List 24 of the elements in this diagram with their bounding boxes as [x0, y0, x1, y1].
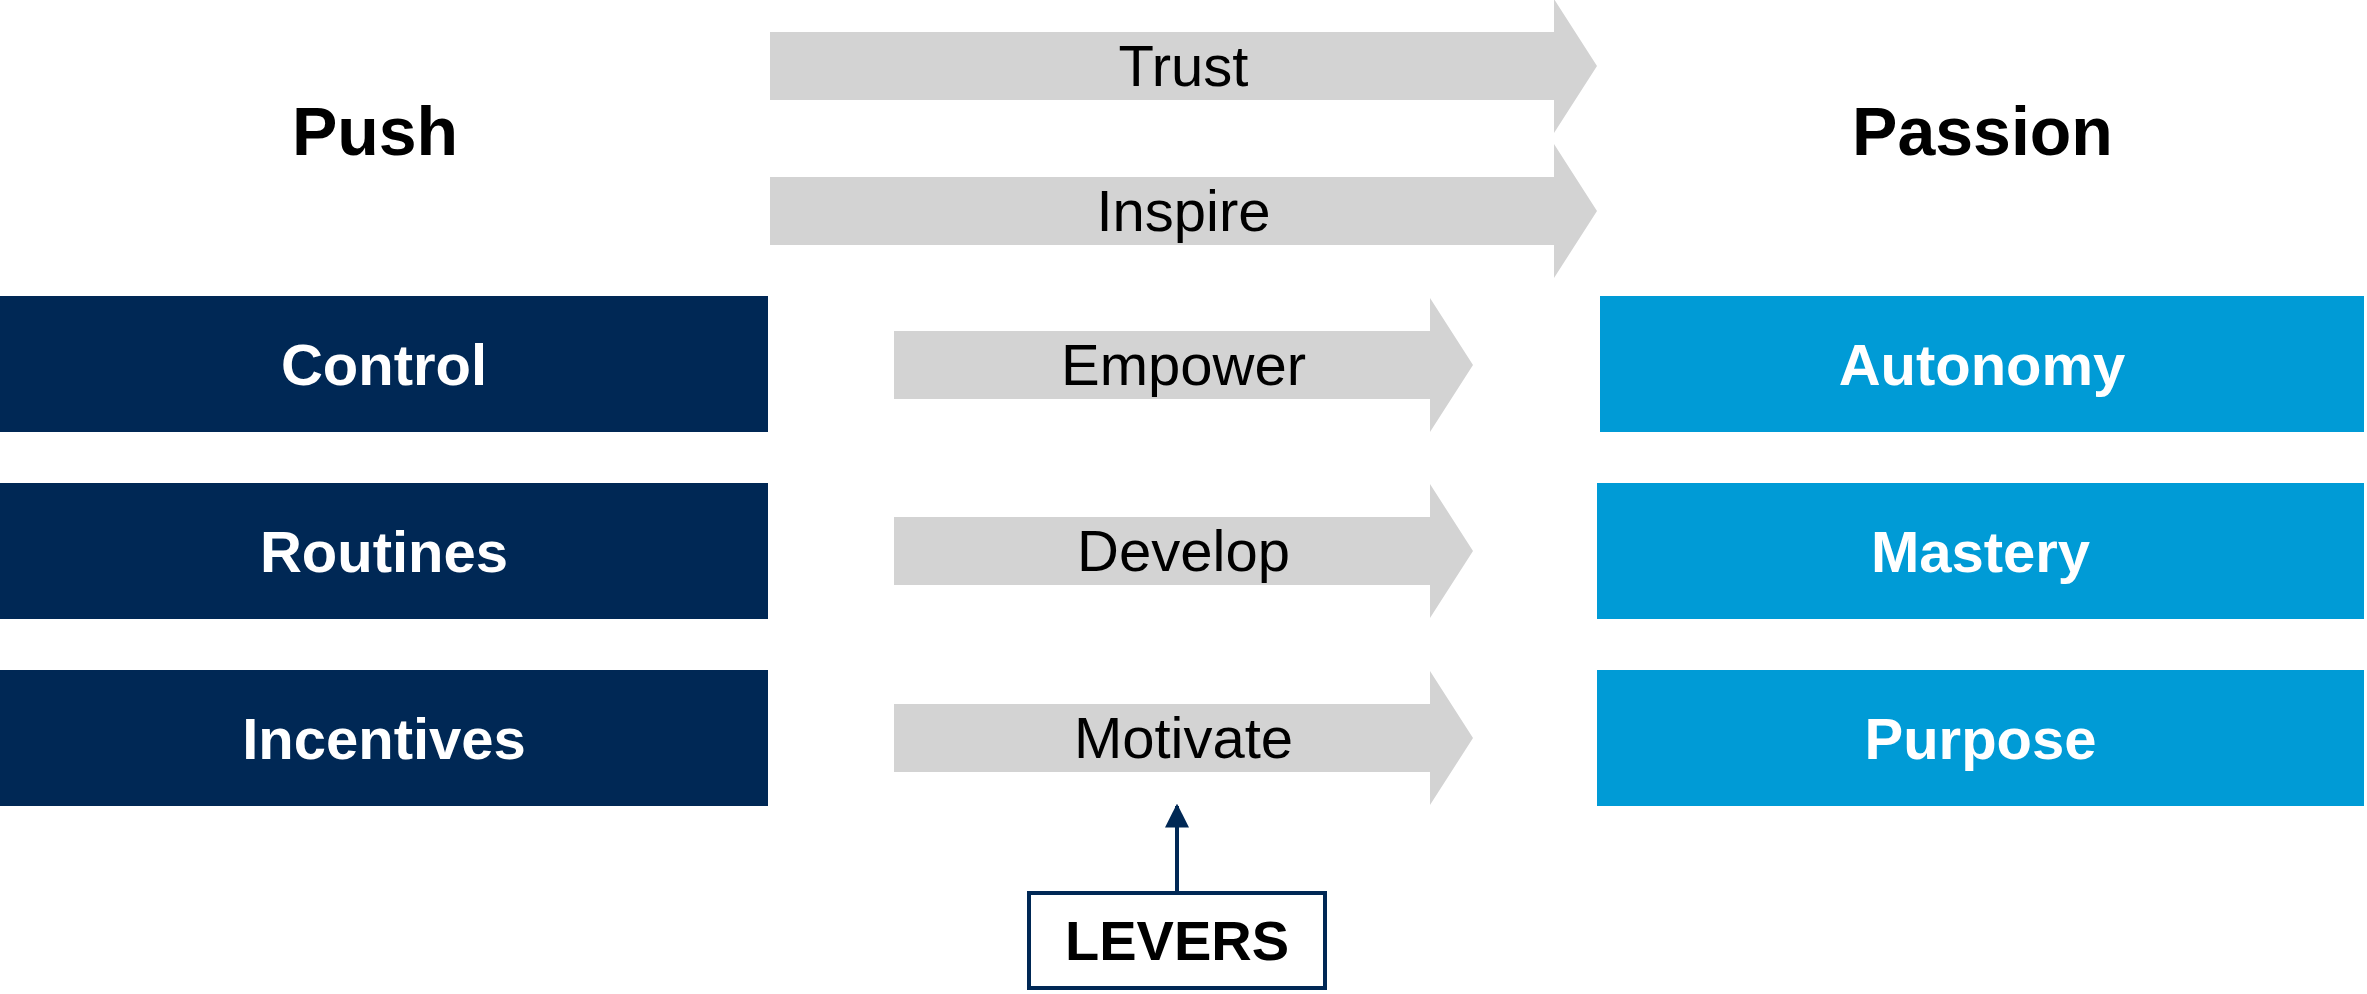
tag-box — [1027, 891, 1327, 990]
block-arrow — [894, 671, 1473, 805]
tag-label: LEVERS — [1063, 908, 1291, 974]
box-label: Routines — [258, 517, 510, 586]
category-box — [1600, 296, 2364, 432]
block-arrow — [770, 0, 1597, 133]
box-label: Mastery — [1869, 517, 2092, 586]
column-heading: Push — [290, 92, 460, 171]
category-box — [0, 296, 768, 432]
category-box — [1597, 670, 2364, 806]
block-arrow — [894, 298, 1473, 432]
block-arrow — [894, 484, 1473, 618]
block-arrow — [770, 144, 1597, 278]
category-box — [1597, 483, 2364, 619]
arrow — [1165, 803, 1189, 891]
category-box — [0, 483, 768, 619]
box-label: Purpose — [1863, 704, 2098, 773]
box-label: Incentives — [241, 704, 527, 773]
column-heading: Passion — [1851, 92, 2114, 171]
box-label: Autonomy — [1837, 330, 2127, 399]
edge-label: Motivate — [1073, 709, 1294, 767]
category-box — [0, 670, 768, 806]
edge-label: Trust — [1118, 37, 1249, 95]
box-label: Control — [279, 330, 489, 399]
